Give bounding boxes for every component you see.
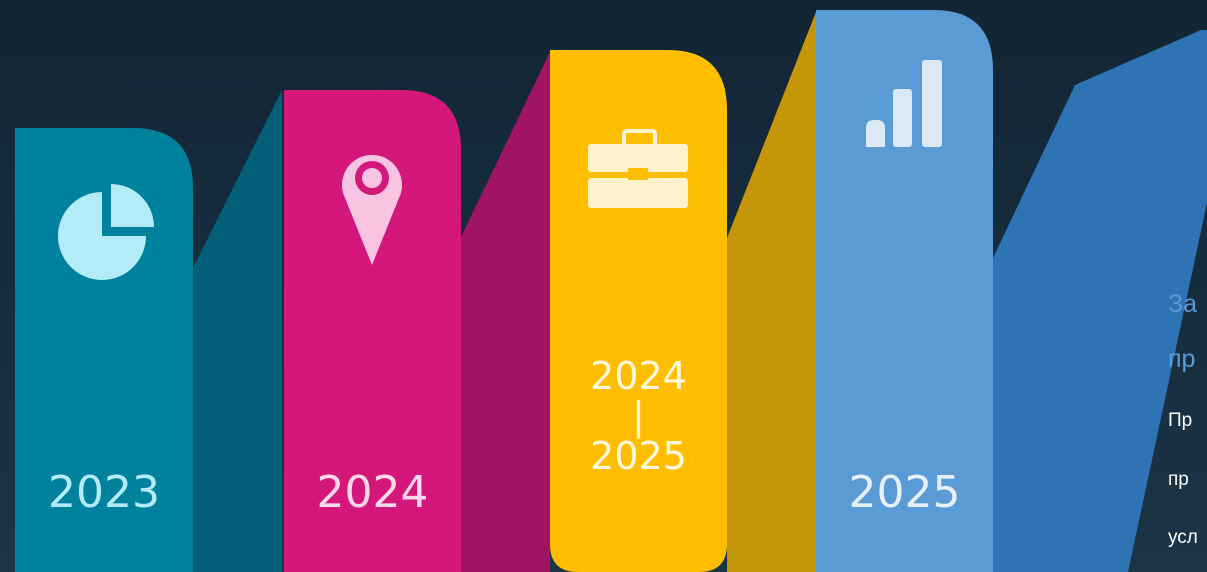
panel-2024-2025	[550, 50, 727, 572]
pie-chart-icon	[58, 184, 154, 280]
fold-gold	[727, 12, 816, 572]
year-label-2023: 2023	[48, 467, 160, 518]
panel-2025	[816, 10, 993, 572]
map-pin-icon	[342, 154, 403, 265]
year-range-separator: |	[632, 393, 645, 438]
briefcase-icon	[588, 129, 688, 208]
side-body-line2: пр	[1168, 469, 1189, 490]
year-label-2024: 2024	[316, 467, 429, 518]
year-range-2024-2025: 2024 | 2025	[550, 354, 727, 478]
panel-2024	[284, 90, 461, 572]
fold-magenta	[461, 52, 550, 572]
side-body-line1: Пр	[1168, 410, 1193, 431]
side-heading-line2: пр	[1168, 345, 1196, 373]
side-heading-line1: За	[1168, 290, 1198, 318]
year-range-start: 2024	[590, 354, 687, 398]
bar-chart-icon	[866, 60, 942, 147]
year-label-2025: 2025	[848, 467, 961, 518]
fold-blue	[993, 30, 1207, 572]
fold-teal	[193, 90, 282, 572]
year-range-end: 2025	[590, 433, 687, 478]
side-body-line3: усл	[1168, 527, 1198, 548]
